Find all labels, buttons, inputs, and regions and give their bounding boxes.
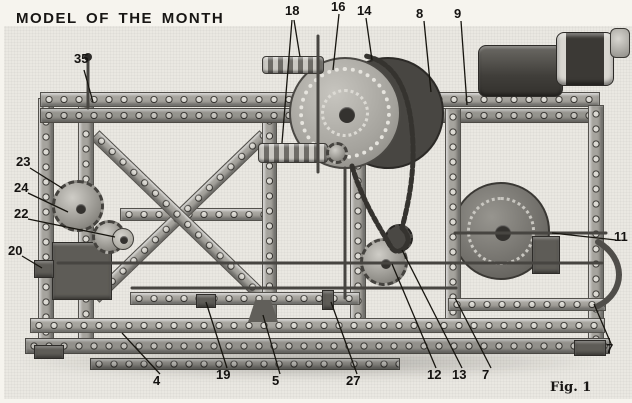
- callout-19: 19: [216, 367, 231, 382]
- girder-shelf: [130, 292, 360, 305]
- callout-22: 22: [14, 206, 29, 221]
- sprocket-medium-boss: [381, 259, 391, 269]
- rod-end-coupling-27: [322, 290, 334, 310]
- rod-coupling-19: [196, 294, 216, 308]
- girder-base-2: [25, 338, 610, 354]
- girder-right-lower: [448, 298, 606, 311]
- foot-bracket-right: [574, 340, 606, 356]
- spool-end-cap: [610, 28, 630, 58]
- callout-7-bottom: 7: [482, 367, 490, 382]
- callout-13: 13: [452, 367, 467, 382]
- girder-mid-vertical-1: [262, 112, 277, 327]
- motor-spool-coil: [556, 32, 614, 86]
- right-crank-bracket: [532, 236, 560, 274]
- girder-base-1: [30, 318, 605, 333]
- callout-8: 8: [416, 6, 424, 21]
- left-angle-bracket: [34, 260, 54, 278]
- foot-bracket-left: [34, 345, 64, 359]
- girder-left-outer: [38, 98, 54, 348]
- callout-9: 9: [454, 6, 462, 21]
- callout-35: 35: [74, 51, 89, 66]
- callout-27: 27: [346, 373, 361, 388]
- coupling-upper: [262, 56, 324, 74]
- crank-pulley: [112, 228, 134, 250]
- callout-12: 12: [427, 367, 442, 382]
- sprocket-small: [385, 224, 413, 252]
- callout-16: 16: [331, 0, 346, 14]
- right-wheel-boss: [495, 225, 511, 241]
- face-plate-boss: [339, 107, 355, 123]
- callout-5: 5: [272, 373, 280, 388]
- callout-23: 23: [16, 154, 31, 169]
- callout-24: 24: [14, 180, 29, 195]
- gear-large-boss: [76, 204, 86, 214]
- coupling-lower: [258, 143, 328, 163]
- callout-4: 4: [153, 373, 161, 388]
- pinion-on-coupling: [326, 142, 348, 164]
- callout-11: 11: [614, 229, 628, 244]
- callout-7-right: 7: [606, 341, 614, 356]
- page-title: MODEL OF THE MONTH: [16, 10, 225, 27]
- callout-20: 20: [8, 243, 23, 258]
- girder-mid-horizontal: [120, 208, 272, 221]
- callout-18: 18: [285, 3, 300, 18]
- girder-base-rear: [90, 358, 400, 370]
- pulley-boss: [120, 236, 128, 244]
- figure-caption: Fig. 1: [550, 380, 592, 395]
- electric-motor: [478, 45, 563, 97]
- callout-14: 14: [357, 3, 372, 18]
- girder-right-inner: [445, 108, 461, 330]
